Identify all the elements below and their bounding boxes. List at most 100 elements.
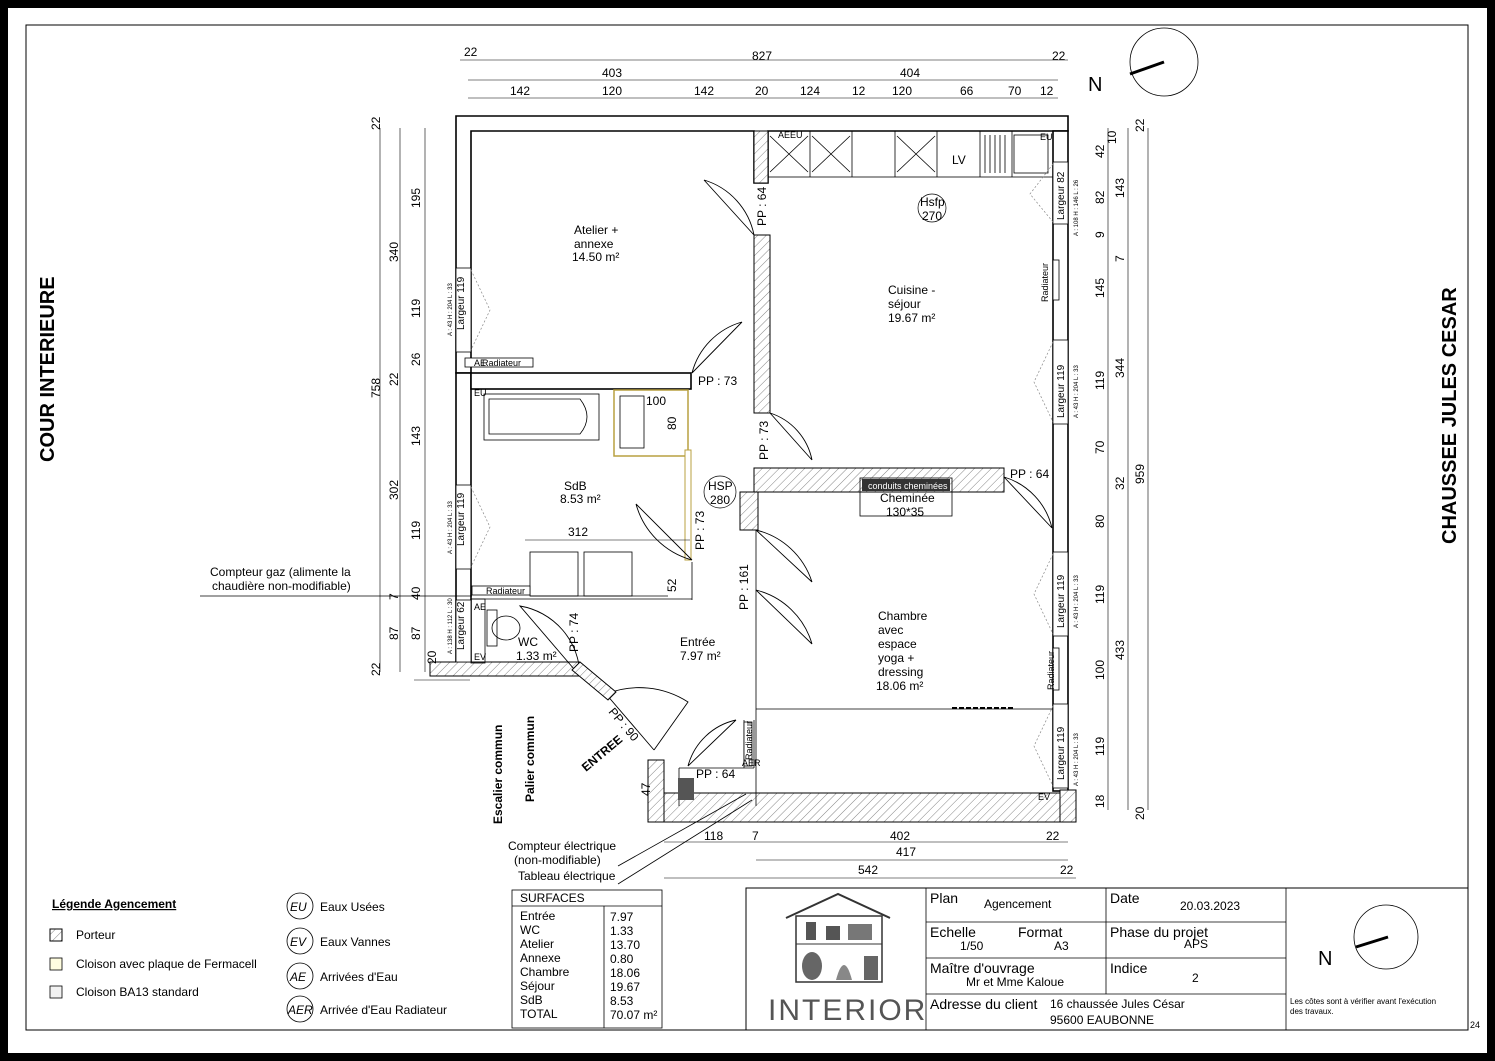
room-entree-area: 7.97 m² [680,649,721,663]
svg-text:7: 7 [752,829,759,843]
svg-text:20: 20 [755,84,769,98]
svg-text:SdB: SdB [520,993,543,1007]
room-wc-name: WC [518,635,538,649]
svg-text:Largeur 119: Largeur 119 [1056,364,1067,418]
room-atelier-l2: annexe [574,237,614,251]
legend-swatch-ba13 [49,985,63,999]
radiateur-atelier: Radiateur [482,358,521,368]
room-chambre-l3: espace [878,637,917,651]
svg-text:195: 195 [409,188,423,208]
room-wc-area: 1.33 m² [516,649,557,663]
svg-text:120: 120 [892,84,912,98]
indice-label: Indice [1110,960,1148,976]
svg-text:47: 47 [639,782,653,796]
tableau-label: Tableau électrique [518,869,616,883]
svg-text:12: 12 [1040,84,1054,98]
side-label-left: COUR INTERIEURE [37,276,59,462]
hsp-marker [703,475,737,509]
room-atelier-area: 14.50 m² [572,250,619,264]
indice-value: 2 [1192,971,1199,985]
svg-text:0.80: 0.80 [610,952,634,966]
svg-text:19.67: 19.67 [610,980,640,994]
svg-text:Largeur 119: Largeur 119 [1056,574,1067,628]
svg-text:A : 43 H : 204 L : 33: A : 43 H : 204 L : 33 [1074,575,1080,628]
svg-text:26: 26 [409,352,423,366]
svg-text:Largeur 119: Largeur 119 [456,276,467,330]
svg-text:302: 302 [387,480,401,500]
svg-text:Atelier: Atelier [520,937,554,951]
date-value: 20.03.2023 [1180,899,1240,913]
north-arrow-icon: N [1088,27,1199,97]
legend-swatch-fermacell [49,957,63,971]
svg-text:40: 40 [409,586,423,600]
door-pp73b: PP : 73 [757,421,771,460]
dim-right: 22 959 143 344 32 433 20 42 10 82 9 7 14… [1093,118,1147,820]
svg-text:22: 22 [1133,118,1147,132]
svg-text:32: 32 [1113,476,1127,490]
dimension-lines [379,59,1149,879]
north-letter: N [1088,74,1102,96]
svg-text:120: 120 [602,84,622,98]
dim-top-segments: 142 120 142 20 124 12 120 66 70 12 [510,84,1054,98]
gaz-label-1: Compteur gaz (alimente la [210,565,351,579]
svg-text:80: 80 [665,416,679,430]
svg-text:20: 20 [425,650,439,664]
dim-top-edge-left: 22 [464,45,478,59]
maitre-value: Mr et Mme Kaloue [966,975,1064,989]
ae-code: AE [474,358,486,368]
svg-text:7: 7 [387,593,401,600]
svg-text:143: 143 [1113,178,1127,198]
drawing-sheet: 22 827 22 403 404 142 120 142 20 124 12 … [8,8,1487,1053]
note-line1: Les côtes sont à vérifier avant l'exécut… [1290,997,1436,1006]
svg-text:82: 82 [1093,190,1107,204]
svg-text:Chambre: Chambre [520,965,570,979]
svg-text:A : 43 H : 204 L : 33: A : 43 H : 204 L : 33 [1074,365,1080,418]
radiateur-chambre: Radiateur [1046,651,1056,690]
svg-text:TOTAL: TOTAL [520,1007,558,1021]
code-eu-label: Eaux Usées [320,900,385,914]
svg-text:18.06: 18.06 [610,966,640,980]
svg-text:18: 18 [1093,794,1107,808]
radiateur-sdb: Radiateur [486,586,525,596]
cheminee-size: 130*35 [886,505,924,519]
door-pp64c: PP : 64 [696,767,735,781]
svg-text:119: 119 [1093,737,1107,756]
svg-text:Entrée: Entrée [520,909,556,923]
hsp-value: 280 [710,493,730,507]
svg-text:Séjour: Séjour [520,979,555,993]
svg-text:WC: WC [520,923,540,937]
hsfp-label: Hsfp [920,195,945,209]
phase-value: APS [1184,937,1208,951]
format-value: A3 [1054,939,1069,953]
svg-text:124: 124 [800,84,820,98]
note-line2: des travaux. [1290,1007,1334,1016]
svg-text:433: 433 [1113,640,1127,660]
plan-label: Plan [930,890,958,906]
svg-text:52: 52 [665,578,679,592]
room-chambre-name: Chambre [878,609,928,623]
room-cuisine-name: Cuisine - [888,283,935,297]
svg-text:22: 22 [1060,863,1074,877]
svg-text:758: 758 [369,378,383,398]
code-aer-label: Arrivée d'Eau Radiateur [320,1003,447,1017]
elec-label-2: (non-modifiable) [514,853,601,867]
interior-logo: INTERIOR [768,892,927,1027]
dim-bottom: 118 7 402 22 417 542 22 [704,829,1074,877]
door-pp73c: PP : 73 [693,511,707,550]
adresse-line2: 95600 EAUBONNE [1050,1013,1154,1027]
code-ev: EV [290,935,307,949]
svg-text:87: 87 [387,626,401,640]
legend-item-ba13: Cloison BA13 standard [76,985,199,999]
ev-code: EV [1038,792,1050,802]
svg-text:100: 100 [646,394,666,408]
svg-text:1.33: 1.33 [610,924,634,938]
adresse-label: Adresse du client [930,996,1038,1012]
svg-text:22: 22 [369,116,383,130]
door-pp161: PP : 161 [737,564,751,610]
svg-text:402: 402 [890,829,910,843]
svg-text:119: 119 [409,521,423,540]
logo-text: INTERIOR [768,994,927,1027]
svg-text:7.97: 7.97 [610,910,634,924]
svg-text:344: 344 [1113,358,1127,378]
